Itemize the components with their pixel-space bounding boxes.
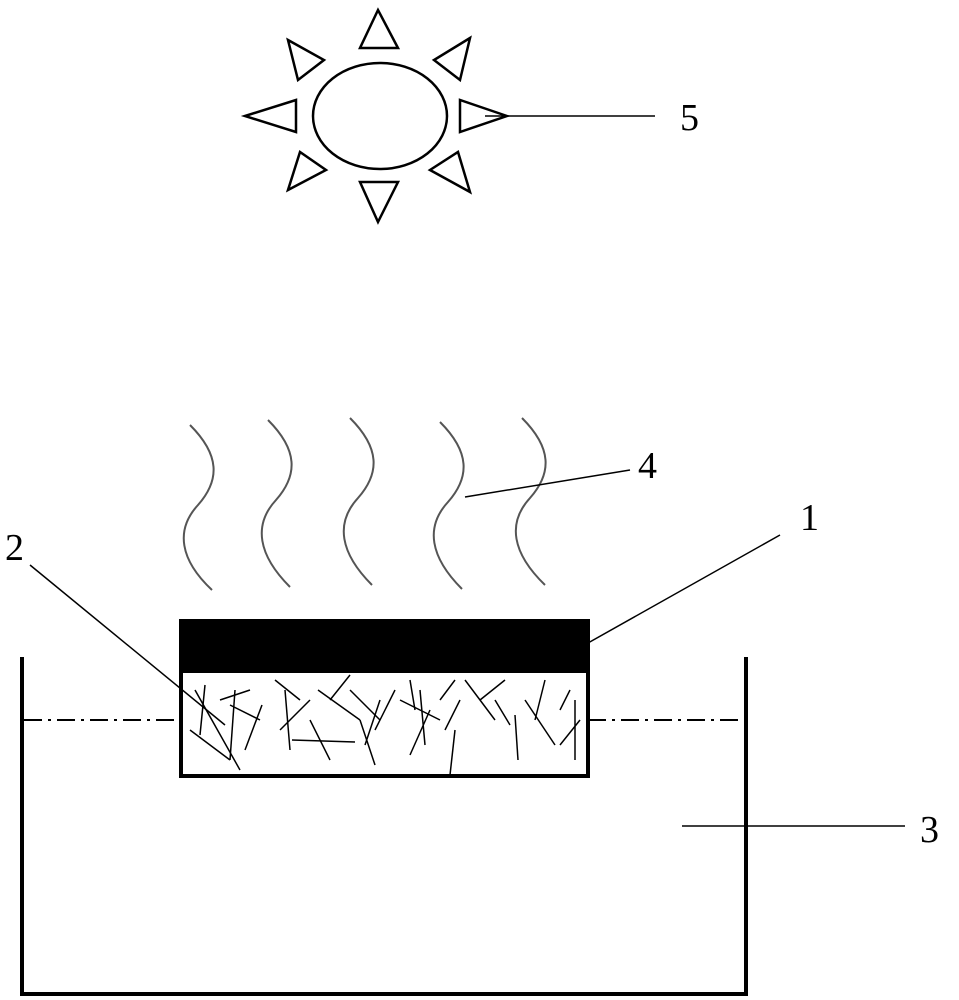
label-fibers: 2	[5, 527, 24, 569]
fiber-texture	[189, 674, 581, 776]
label-vapor: 4	[638, 445, 657, 487]
label-evaporator: 1	[800, 497, 819, 539]
water-container	[20, 657, 748, 996]
evaporator-body	[179, 619, 590, 778]
label-water-container: 3	[920, 809, 939, 851]
sun-icon	[240, 7, 511, 225]
evaporator-top-layer	[181, 621, 588, 673]
label-sun: 5	[680, 97, 699, 139]
leader-lines	[29, 115, 905, 827]
vapor-waves	[182, 417, 547, 591]
